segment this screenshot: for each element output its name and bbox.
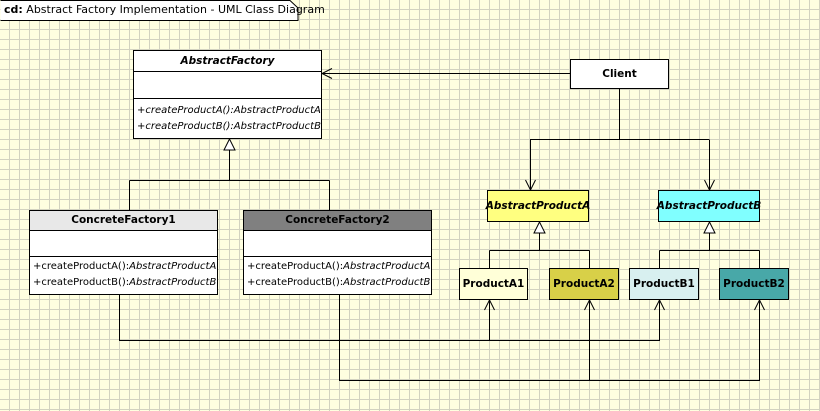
dependency-arrowhead-product-a1 [484, 298, 495, 311]
diagram-frame-tab-outline [0, 0, 299, 21]
diagram-frame-label: cd: Abstract Factory Implementation - UM… [4, 3, 325, 16]
class-abstract-product-a[interactable]: AbstractProductA [485, 190, 591, 222]
generalization-triangle-abstract-product-b [703, 220, 716, 234]
diagram-title: Abstract Factory Implementation - UML Cl… [26, 3, 325, 16]
class-product-a2[interactable]: ProductA2 [549, 268, 619, 300]
attributes-section [30, 231, 217, 257]
dependency-arrowhead-product-b1 [654, 298, 665, 311]
class-name: AbstractFactory [134, 51, 321, 72]
operation: +createProductB():AbstractProductB [137, 121, 321, 132]
class-concrete-factory-2[interactable]: ConcreteFactory2 +createProductA():Abstr… [243, 210, 432, 295]
class-name: Client [602, 68, 637, 80]
generalization-triangle-abstract-factory [223, 137, 236, 151]
diagram-kind: cd: [4, 3, 23, 16]
class-name: ProductA1 [462, 278, 525, 290]
dependency-factory1-products [119, 295, 660, 341]
operations-section: +createProductA():AbstractProductA +crea… [134, 99, 321, 135]
class-abstract-factory[interactable]: AbstractFactory +createProductA():Abstra… [133, 50, 322, 139]
dependency-factory2-products [339, 295, 760, 381]
dependency-arrowhead-product-b2 [754, 298, 765, 311]
class-name: AbstractProductA [485, 200, 591, 212]
operation: +createProductA():AbstractProductA [33, 261, 217, 272]
operation: +createProductA():AbstractProductA [247, 261, 431, 272]
operation: +createProductB():AbstractProductB [33, 277, 217, 288]
class-name: ProductA2 [553, 278, 615, 290]
operations-section: +createProductA():AbstractProductA +crea… [244, 257, 431, 291]
class-name: ProductB1 [633, 278, 695, 290]
class-client[interactable]: Client [570, 59, 669, 89]
operation: +createProductB():AbstractProductB [247, 277, 431, 288]
class-abstract-product-b[interactable]: AbstractProductB [656, 190, 762, 222]
class-product-b1[interactable]: ProductB1 [629, 268, 699, 300]
operation: +createProductA():AbstractProductA [137, 105, 321, 116]
operations-section: +createProductA():AbstractProductA +crea… [30, 257, 217, 291]
class-name: ConcreteFactory1 [30, 211, 217, 231]
class-product-b2[interactable]: ProductB2 [719, 268, 789, 300]
attributes-section [244, 231, 431, 257]
class-product-a1[interactable]: ProductA1 [459, 268, 528, 300]
assoc-arrowhead-abstract-factory [320, 68, 333, 79]
class-concrete-factory-1[interactable]: ConcreteFactory1 +createProductA():Abstr… [29, 210, 218, 295]
dependency-arrowhead-product-a2 [584, 298, 595, 311]
class-name: AbstractProductB [656, 200, 762, 212]
attributes-section [134, 72, 321, 99]
class-name: ConcreteFactory2 [244, 211, 431, 231]
generalization-triangle-abstract-product-a [533, 220, 546, 234]
class-name: ProductB2 [723, 278, 785, 290]
